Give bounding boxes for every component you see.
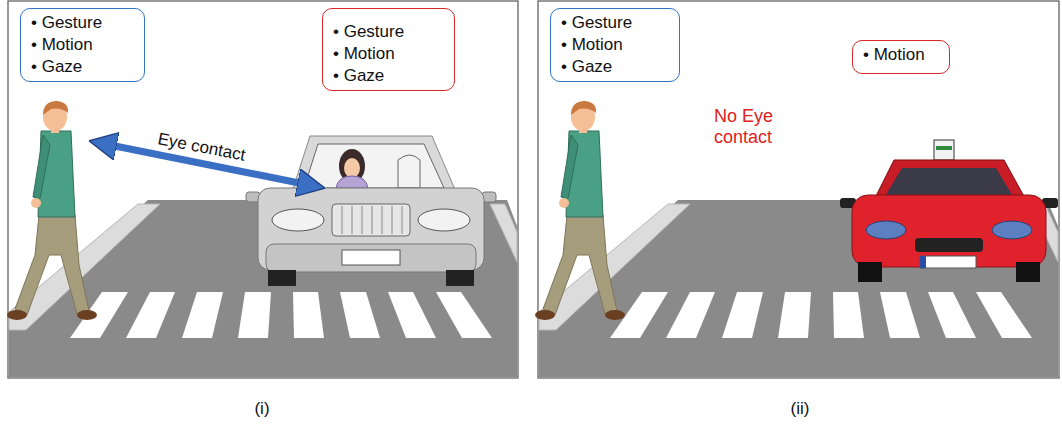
cue-item: • Motion [561,34,669,56]
roof-sensor-stripe [936,146,952,150]
car-grille [915,238,983,252]
trait-box: • Motion [852,40,950,74]
cue-item: • Motion [863,44,939,66]
crosswalk-stripe [126,292,175,338]
car-wheel [1016,262,1040,282]
car-body [852,195,1046,267]
crosswalk-stripe [238,292,271,338]
roof-sensor [934,140,954,160]
car-wheel [858,262,882,282]
car-seat [398,155,420,188]
pedestrian-hair [43,101,68,115]
crosswalk [70,292,492,338]
panel-frame [8,1,1059,378]
crosswalk-stripe [340,292,380,338]
pedestrian-shoe [605,310,625,320]
panel-frame [538,1,1059,378]
car-roof [874,160,1026,200]
crosswalk-stripe [388,292,436,338]
car-roof [292,136,456,192]
car-wheel [446,270,474,286]
cue-item: • Gaze [561,56,669,78]
car-headlight [992,221,1032,239]
cue-item: • Gesture [31,12,134,34]
autonomous-car [840,140,1058,282]
crosswalk-stripe [833,292,864,338]
trait-box: • Gesture• Motion• Gaze [20,8,145,82]
license-plate [920,256,976,268]
pedestrian [535,101,625,320]
cue-item: • Gesture [333,21,444,43]
driver-shirt [336,176,368,188]
car-grille-bars [342,206,402,234]
license-plate [342,250,400,265]
panel-frame [8,1,518,378]
car-headlight [418,209,470,231]
crosswalk [610,292,1032,338]
car-headlight [272,209,324,231]
car-bumper [266,244,476,272]
pedestrian-shoe [535,310,555,320]
crosswalk-stripe [880,292,920,338]
license-plate-band [920,256,926,268]
cue-item: • Gesture [561,12,669,34]
cue-item: • Motion [31,34,134,56]
pedestrian-pants [15,215,89,315]
pedestrian-arm [561,135,578,199]
annotation-text: No Eye contact [714,106,784,148]
pedestrian-arm [33,135,50,199]
sidewalk-curb [539,204,690,330]
crosswalk-stripe [436,292,492,338]
sidewalk-curb [490,204,517,262]
car-windshield [884,168,1014,198]
car-wheel [268,270,296,286]
pedestrian-shoe [77,310,97,320]
pedestrian-hand [559,198,569,208]
car-grille [332,204,410,236]
car-windshield [304,144,444,188]
cue-item: • Gaze [333,65,444,87]
driver-face [344,158,360,178]
cue-item: • Gaze [31,56,134,78]
crosswalk-stripe [666,292,715,338]
pedestrian-pants [543,215,617,315]
crosswalk-stripe [722,292,763,338]
trait-box: • Gesture• Motion• Gaze [322,8,455,91]
pedestrian [7,101,97,320]
driven-car [246,136,496,286]
road [9,200,1058,377]
pedestrian-hair [571,101,596,115]
crosswalk-stripe [976,292,1032,338]
pedestrian-shoe [7,310,27,320]
pedestrian-hand [31,198,41,208]
sidewalk-curb [9,204,160,330]
car-headlight [866,221,906,239]
crosswalk-stripe [778,292,811,338]
crosswalk-stripe [293,292,324,338]
cue-item: • Motion [333,43,444,65]
crosswalk-stripe [928,292,976,338]
panel-caption: (i) [240,398,284,419]
crosswalk-stripe [182,292,223,338]
panel-caption: (ii) [776,398,824,419]
trait-box: • Gesture• Motion• Gaze [550,8,680,82]
